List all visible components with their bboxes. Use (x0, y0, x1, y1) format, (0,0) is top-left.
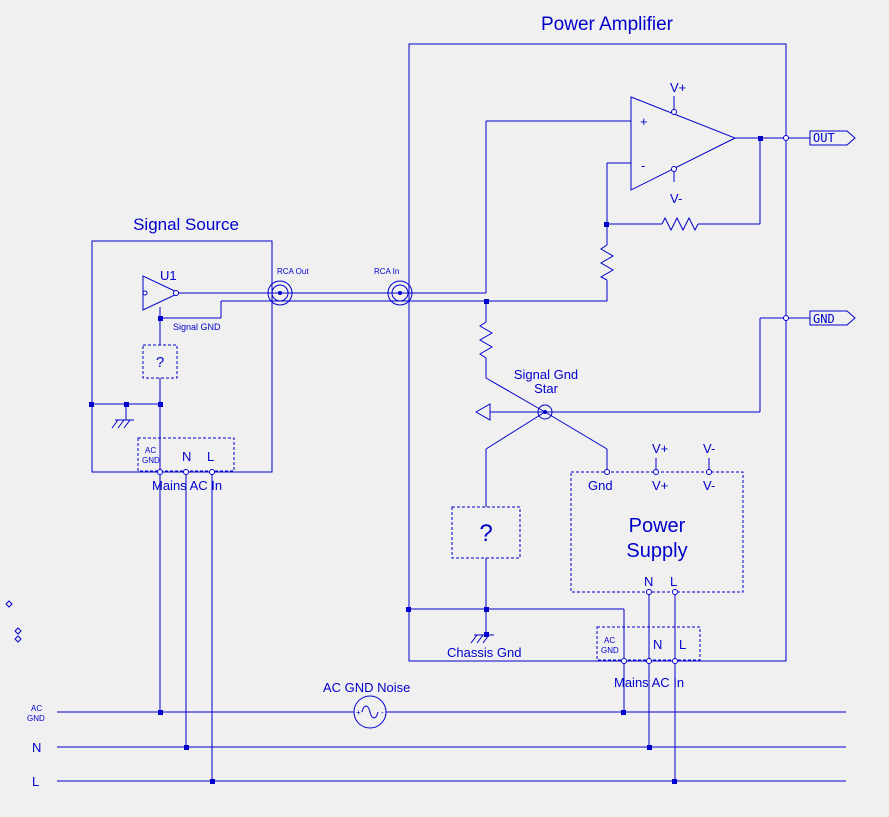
opamp: V+ V- + - (630, 80, 737, 206)
rail-l-label: L (32, 774, 39, 789)
rail-n-label: N (32, 740, 41, 755)
rca-out-label: RCA Out (277, 267, 309, 276)
amp-mains-label: Mains AC In (614, 675, 684, 690)
ps-vminus-label: V- (703, 478, 715, 493)
rca-out-connector (267, 280, 293, 306)
source-mains-label: Mains AC In (152, 478, 222, 493)
amp-ac-label: AC (604, 636, 615, 645)
opamp-minus-label: - (641, 158, 645, 173)
source-unknown-label: ? (156, 354, 164, 371)
amp-l-label: L (679, 637, 686, 652)
rail-gnd-label: GND (27, 714, 45, 723)
ps-gnd-label: Gnd (588, 478, 613, 493)
signal-ground-icon (474, 403, 491, 421)
power-supply-label-2: Supply (626, 540, 687, 562)
amp-gnd-label: GND (601, 646, 619, 655)
u1-buffer (142, 275, 181, 311)
signal-gnd-star-connector (537, 404, 553, 420)
amp-n-label: N (653, 637, 662, 652)
rail-ac-label: AC (31, 704, 42, 713)
source-l-label: L (207, 449, 214, 464)
out-port: OUT (809, 130, 856, 146)
amp-unknown-label: ? (479, 520, 492, 547)
signal-gnd-label: Signal GND (173, 322, 221, 332)
power-amplifier-title: Power Amplifier (541, 14, 674, 35)
ac-noise-source-icon: + - (353, 695, 387, 729)
power-amplifier-box (408, 43, 787, 662)
opamp-plus-label: + (640, 114, 648, 129)
ps-n-label: N (644, 574, 653, 589)
rca-in-connector (387, 280, 413, 306)
signal-source-title: Signal Source (133, 215, 239, 234)
gnd-port: GND (809, 310, 856, 326)
power-supply-label-1: Power (629, 515, 686, 537)
ps-vplus-top-label: V+ (652, 441, 668, 456)
source-ac-label: AC (145, 446, 156, 455)
gnd-port-label: GND (813, 312, 835, 326)
source-gnd-label: GND (142, 456, 160, 465)
opamp-vplus-label: V+ (670, 80, 686, 95)
source-chassis-ground-icon (111, 419, 134, 429)
gain-resistor (599, 244, 614, 281)
rca-in-label: RCA In (374, 267, 399, 276)
ac-gnd-noise-label: AC GND Noise (323, 680, 410, 695)
ps-vminus-top-label: V- (703, 441, 715, 456)
opamp-vminus-label: V- (670, 191, 682, 206)
svg-text:+: + (356, 708, 361, 717)
ps-vplus-label: V+ (652, 478, 668, 493)
ground-lift-resistor (479, 321, 493, 359)
signal-gnd-star-label-2: Star (534, 381, 559, 396)
signal-gnd-star-label-1: Signal Gnd (514, 367, 578, 382)
chassis-gnd-label: Chassis Gnd (447, 645, 521, 660)
signal-source-box (91, 240, 273, 473)
source-unknown-box (142, 344, 178, 379)
svg-text:-: - (381, 708, 384, 717)
u1-label: U1 (160, 268, 177, 283)
stray-markers (5, 600, 22, 643)
feedback-resistor (661, 216, 699, 232)
source-n-label: N (182, 449, 191, 464)
ps-l-label: L (670, 574, 677, 589)
amp-chassis-ground-icon (470, 634, 494, 644)
out-port-label: OUT (813, 131, 835, 145)
